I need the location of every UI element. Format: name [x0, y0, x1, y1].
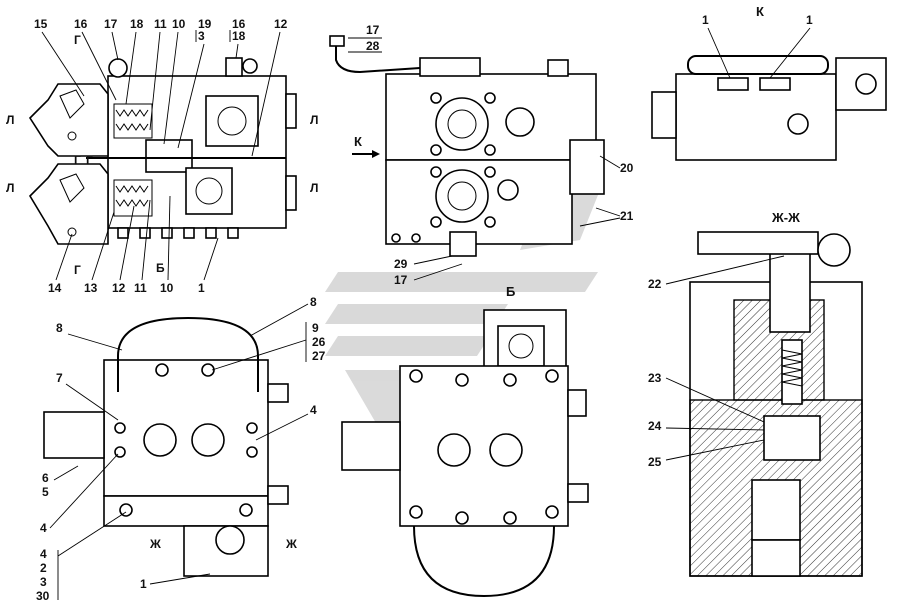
- callout-bottom-10: 10: [160, 281, 174, 295]
- callout-front-21: 21: [620, 209, 634, 223]
- callout-top-11: 11: [154, 17, 167, 31]
- callout-bottom-12: 12: [112, 281, 126, 295]
- view-arrow-k-label: К: [354, 134, 362, 149]
- rear-view: 8 8 9 26 27 7 4 4 6 5 4 2 3 30 1 Ж Ж: [36, 295, 326, 603]
- callout-bottom-11: 11: [134, 281, 147, 295]
- callout-k-1b: 1: [806, 13, 813, 27]
- section-mark-b: Б: [156, 261, 165, 275]
- callout-bottom-14: 14: [48, 281, 62, 295]
- callout-rear-3: 3: [40, 575, 47, 589]
- section-mark-l-lower-left: Л: [6, 181, 14, 195]
- callout-top-18: 18: [130, 17, 144, 31]
- callout-top-16b: 16: [232, 17, 246, 31]
- callout-rear-6: 6: [42, 471, 49, 485]
- callout-rear-4a: 4: [310, 403, 317, 417]
- callout-top-16: 16: [74, 17, 88, 31]
- callout-rear-8a: 8: [310, 295, 317, 309]
- callout-top-17: 17: [104, 17, 118, 31]
- bottom-bolts: [117, 227, 239, 239]
- callout-bottom-1: 1: [198, 281, 205, 295]
- callout-zh-25: 25: [648, 455, 662, 469]
- view-b: Б: [341, 284, 589, 598]
- section-mark-l-upper-right: Л: [310, 113, 318, 127]
- callout-front-17: 17: [366, 23, 380, 37]
- section-mark-g-bottom: Г: [74, 263, 81, 277]
- callout-bottom-13: 13: [84, 281, 98, 295]
- callout-k-1a: 1: [702, 13, 709, 27]
- callout-front-29: 29: [394, 257, 408, 271]
- section-mark-l-upper-left: Л: [6, 113, 14, 127]
- spring-upper: [113, 103, 153, 139]
- callout-rear-5: 5: [42, 485, 49, 499]
- callout-top-19: 19: [198, 17, 212, 31]
- callout-top-3: 3: [198, 29, 205, 43]
- view-b-title: Б: [506, 284, 515, 299]
- section-mark-zh-right: Ж: [285, 537, 297, 551]
- callout-top-18b: 18: [232, 29, 246, 43]
- front-view: К 17 28 20 21 29 17: [329, 23, 634, 287]
- rear-bolts: [114, 363, 258, 517]
- view-b-bolts: [409, 369, 559, 525]
- callout-zh-22: 22: [648, 277, 662, 291]
- callout-front-20: 20: [620, 161, 634, 175]
- section-mark-l-lower-right: Л: [310, 181, 318, 195]
- callout-rear-1: 1: [140, 577, 147, 591]
- callout-top-12: 12: [274, 17, 288, 31]
- section-mark-g-mid-1: Г: [74, 153, 81, 167]
- callout-rear-2: 2: [40, 561, 47, 575]
- callout-rear-8b: 8: [56, 321, 63, 335]
- callout-top-10: 10: [172, 17, 186, 31]
- section-zh-title: Ж-Ж: [771, 210, 800, 225]
- bottom-leader-lines: [55, 195, 219, 281]
- callout-top-15: 15: [34, 17, 48, 31]
- callout-rear-30: 30: [36, 589, 50, 603]
- callout-zh-24: 24: [648, 419, 662, 433]
- section-mark-zh-left: Ж: [149, 537, 161, 551]
- callout-rear-26: 26: [312, 335, 326, 349]
- callout-rear-4b: 4: [40, 521, 47, 535]
- view-k-title: К: [756, 4, 764, 19]
- spring-lower: [113, 179, 153, 217]
- top-leader-lines: [41, 31, 281, 157]
- callout-rear-9: 9: [312, 321, 319, 335]
- callout-front-17b: 17: [394, 273, 408, 287]
- main-section-view: Л Л Л Л Г Г Г Г Б 15 16 17 18 11 10 19 3…: [6, 17, 318, 295]
- front-bolts: [391, 92, 496, 243]
- callout-front-28: 28: [366, 39, 380, 53]
- section-mark-g-top: Г: [74, 33, 81, 47]
- callout-rear-27: 27: [312, 349, 326, 363]
- callout-rear-4c: 4: [40, 547, 47, 561]
- callout-rear-7: 7: [56, 371, 63, 385]
- section-mark-g-mid-2: Г: [86, 153, 93, 167]
- section-zh-view: Ж-Ж 22 23 24 25: [648, 210, 863, 577]
- callout-zh-23: 23: [648, 371, 662, 385]
- top-view-k: К 1 1: [651, 4, 887, 161]
